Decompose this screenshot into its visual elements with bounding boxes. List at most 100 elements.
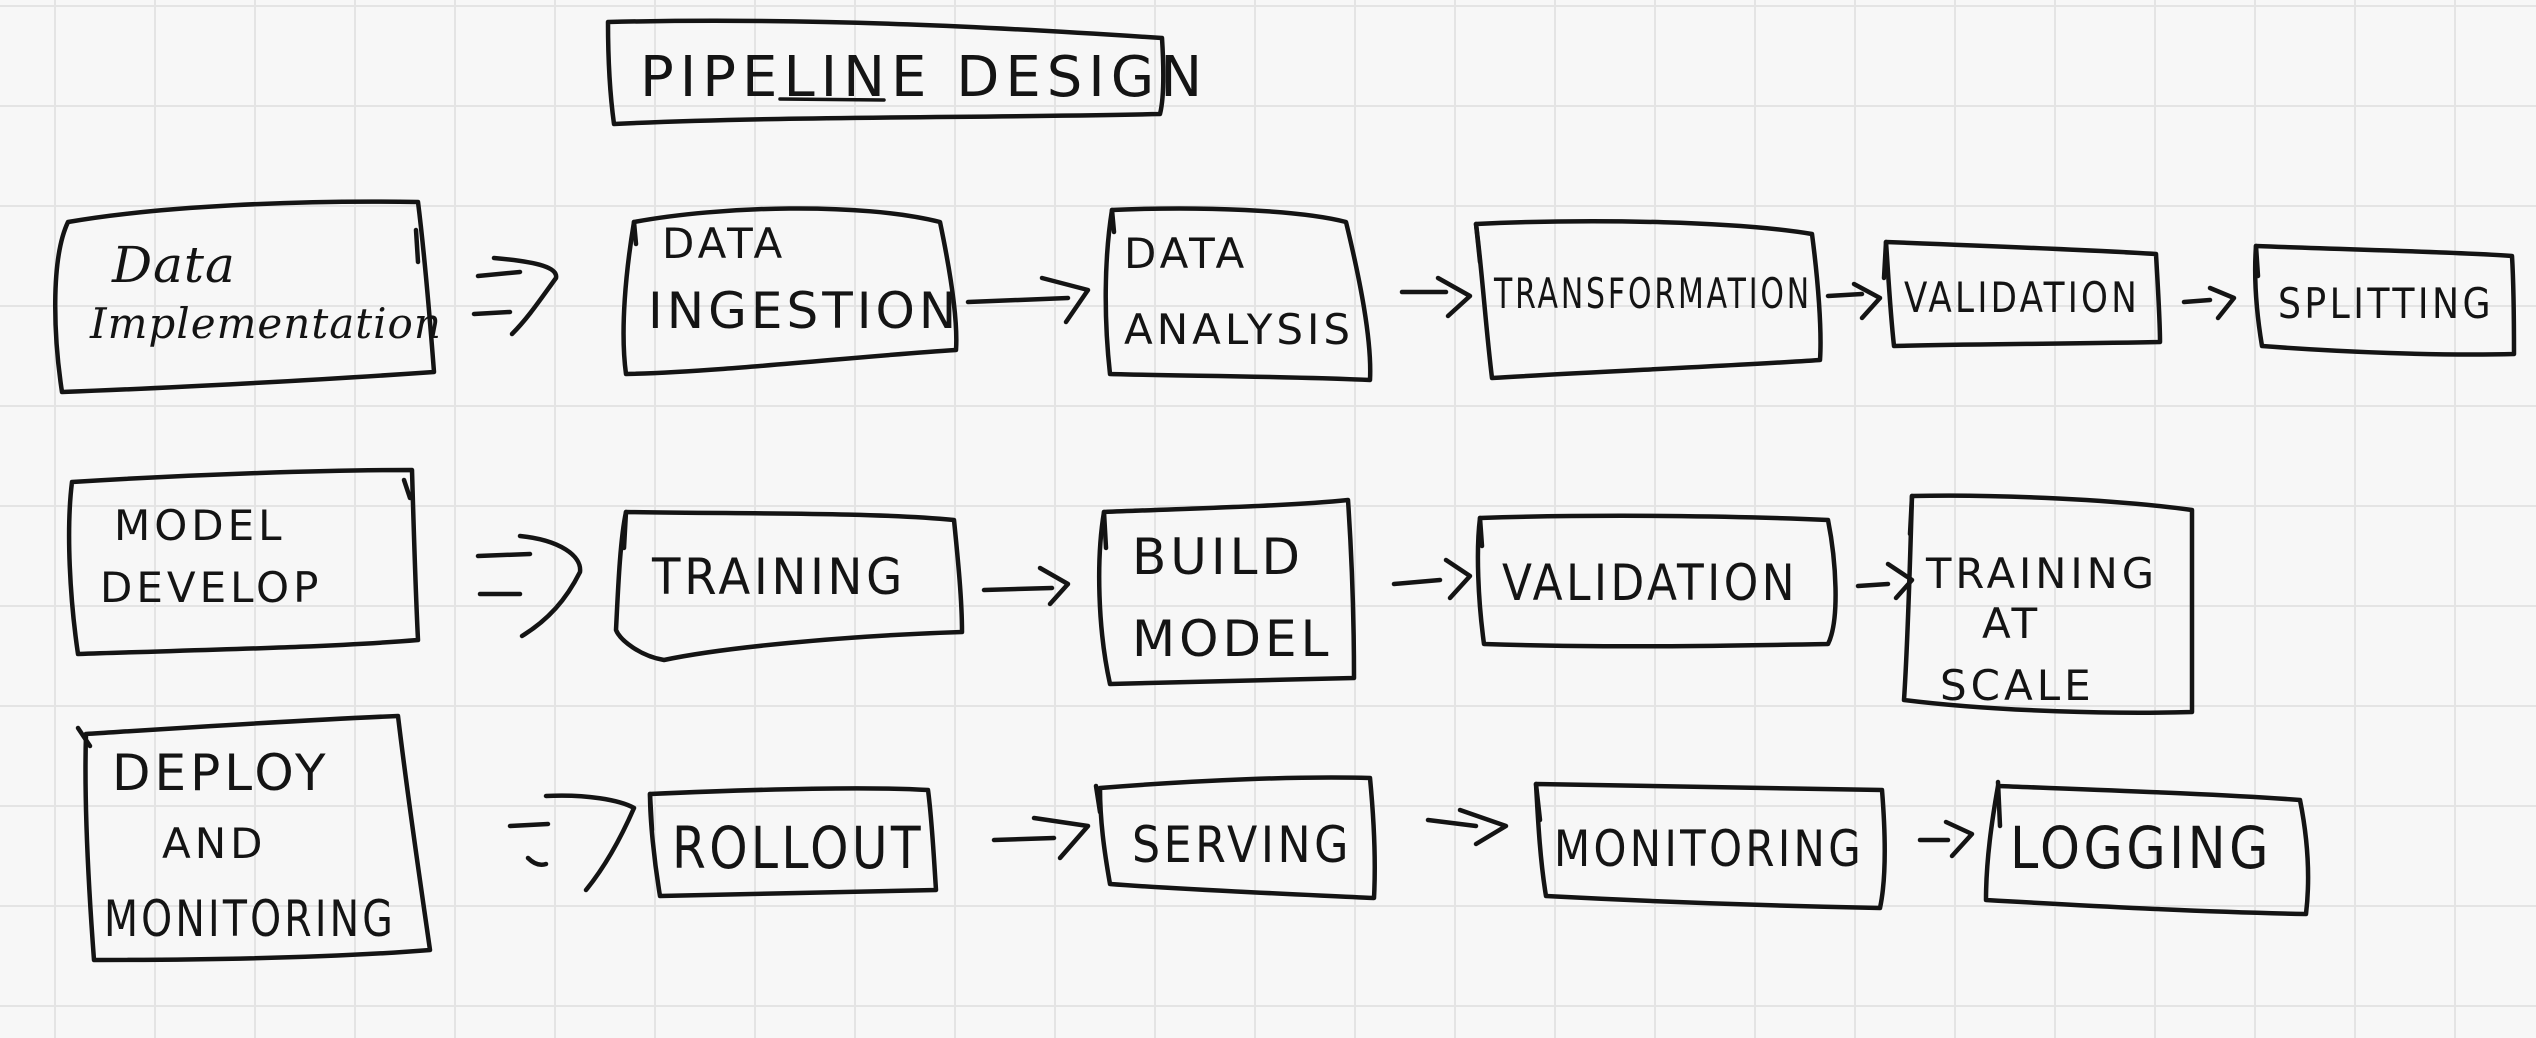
stage-box-deploy-and-monitoring: DEPLOY AND MONITORING — [75, 713, 433, 963]
stage-arrow-head — [517, 533, 583, 639]
arrow-line — [991, 835, 1057, 843]
step-label-line-2: INGESTION — [648, 282, 960, 340]
stage-border — [83, 713, 433, 963]
step-border — [1097, 775, 1378, 901]
step-tick — [1101, 509, 1109, 551]
step-label-line-1: VALIDATION — [1904, 273, 2140, 322]
step-border — [2253, 243, 2517, 357]
arrow-data-2 — [1399, 275, 1473, 319]
stage-label-line-1: DEPLOY — [112, 744, 329, 802]
arrow-head — [1443, 557, 1473, 601]
arrow-line — [981, 585, 1055, 593]
arrow-data-1 — [965, 275, 1091, 325]
step-label-line-3: SCALE — [1940, 661, 2095, 710]
arrow-deploy-1 — [991, 815, 1091, 861]
step-box-monitoring: MONITORING — [1533, 781, 1888, 911]
step-tick — [1881, 239, 1889, 281]
title-underline — [778, 97, 886, 102]
stage-label-line-1: MODEL — [114, 501, 286, 550]
step-label-line-1: BUILD — [1132, 528, 1304, 586]
stage-tick — [413, 227, 421, 265]
step-border — [647, 786, 939, 899]
stage-label-line-2: AND — [162, 819, 267, 868]
arrow-head — [1031, 815, 1091, 861]
step-label-line-1: TRAINING — [651, 548, 906, 606]
stage-arrow-model — [475, 533, 583, 639]
arrow-deploy-2 — [1425, 807, 1509, 847]
stage-label-line-2: DEVELOP — [100, 563, 322, 612]
stage-box-data-implementation: Data Implementation — [53, 199, 442, 395]
step-border — [1096, 497, 1357, 687]
arrow-model-3 — [1855, 561, 1915, 601]
arrow-line — [1391, 577, 1443, 587]
stage-arrow-data — [471, 255, 559, 337]
stage-arrow-head — [491, 255, 559, 337]
step-tick — [1093, 783, 1103, 815]
arrow-model-2 — [1391, 557, 1473, 601]
stage-label-line-1: Data — [111, 236, 236, 294]
step-label-line-2: AT — [1982, 599, 2041, 648]
step-border — [613, 509, 965, 663]
step-tick — [1109, 207, 1117, 235]
step-tick — [647, 791, 655, 833]
arrow-head — [1037, 565, 1071, 607]
step-tick — [621, 509, 629, 551]
step-label-line-1: LOGGING — [2010, 814, 2272, 882]
step-label-line-1: SPLITTING — [2278, 279, 2494, 328]
stage-label-line-2: Implementation — [89, 299, 442, 348]
stage-tick — [401, 477, 413, 501]
stage-arrow-line-1 — [475, 551, 533, 559]
row-data: Data Implementation DATA INGESTION DATA … — [53, 199, 2517, 395]
step-label-line-1: TRAINING — [1925, 549, 2158, 598]
step-label-line-1: MONITORING — [1554, 820, 1864, 878]
step-box-training-at-scale: TRAINING AT SCALE — [1901, 493, 2195, 715]
step-box-data-ingestion: DATA INGESTION — [621, 206, 960, 377]
step-box-serving: SERVING — [1093, 775, 1378, 901]
step-border — [1983, 783, 2311, 917]
step-label-line-1: ROLLOUT — [672, 814, 924, 882]
arrow-line — [965, 295, 1071, 305]
arrow-head — [1885, 561, 1915, 601]
stage-border — [66, 467, 421, 657]
step-label-line-1: DATA — [662, 219, 786, 268]
stage-arrow-line-2 — [471, 309, 513, 317]
step-tick — [1477, 515, 1485, 549]
step-tick — [1533, 781, 1543, 823]
step-box-splitting: SPLITTING — [2253, 243, 2517, 357]
step-box-transformation: TRANSFORMATION — [1473, 218, 1823, 381]
arrow-data-4 — [2181, 285, 2237, 321]
title-box: PIPELINE DESIGN — [605, 18, 1208, 127]
step-label-line-1: VALIDATION — [1502, 554, 1798, 612]
title-text: PIPELINE DESIGN — [640, 45, 1208, 110]
step-tick — [1907, 493, 1915, 537]
arrow-line — [1425, 817, 1479, 829]
step-label-line-1: SERVING — [1132, 816, 1352, 874]
step-label-line-2: ANALYSIS — [1124, 305, 1354, 354]
step-border — [1883, 239, 2163, 349]
arrow-head — [1851, 281, 1883, 321]
row-model: MODEL DEVELOP TRAINING BUILD MODEL — [66, 467, 2195, 715]
step-box-build-model: BUILD MODEL — [1096, 497, 1357, 687]
arrow-line — [1855, 581, 1891, 589]
step-tick — [1473, 221, 1483, 265]
step-border — [1533, 781, 1888, 911]
stage-border — [53, 199, 437, 395]
step-box-training: TRAINING — [613, 509, 965, 663]
step-border — [1901, 493, 2195, 715]
step-tick — [1995, 779, 2003, 829]
arrow-deploy-3 — [1917, 819, 1975, 859]
arrow-data-3 — [1825, 281, 1883, 321]
step-border — [1103, 206, 1373, 383]
arrow-model-1 — [981, 565, 1071, 607]
step-label-line-1: TRANSFORMATION — [1493, 269, 1812, 318]
step-box-logging: LOGGING — [1983, 779, 2311, 917]
step-label-line-2: MODEL — [1132, 610, 1332, 668]
step-border — [1475, 513, 1838, 649]
step-label-line-1: DATA — [1124, 229, 1248, 278]
step-border — [1473, 218, 1823, 381]
title-border — [605, 18, 1166, 127]
stage-arrow-deploy — [507, 793, 637, 893]
step-box-rollout: ROLLOUT — [647, 786, 939, 899]
stage-label-line-3: MONITORING — [104, 890, 396, 948]
